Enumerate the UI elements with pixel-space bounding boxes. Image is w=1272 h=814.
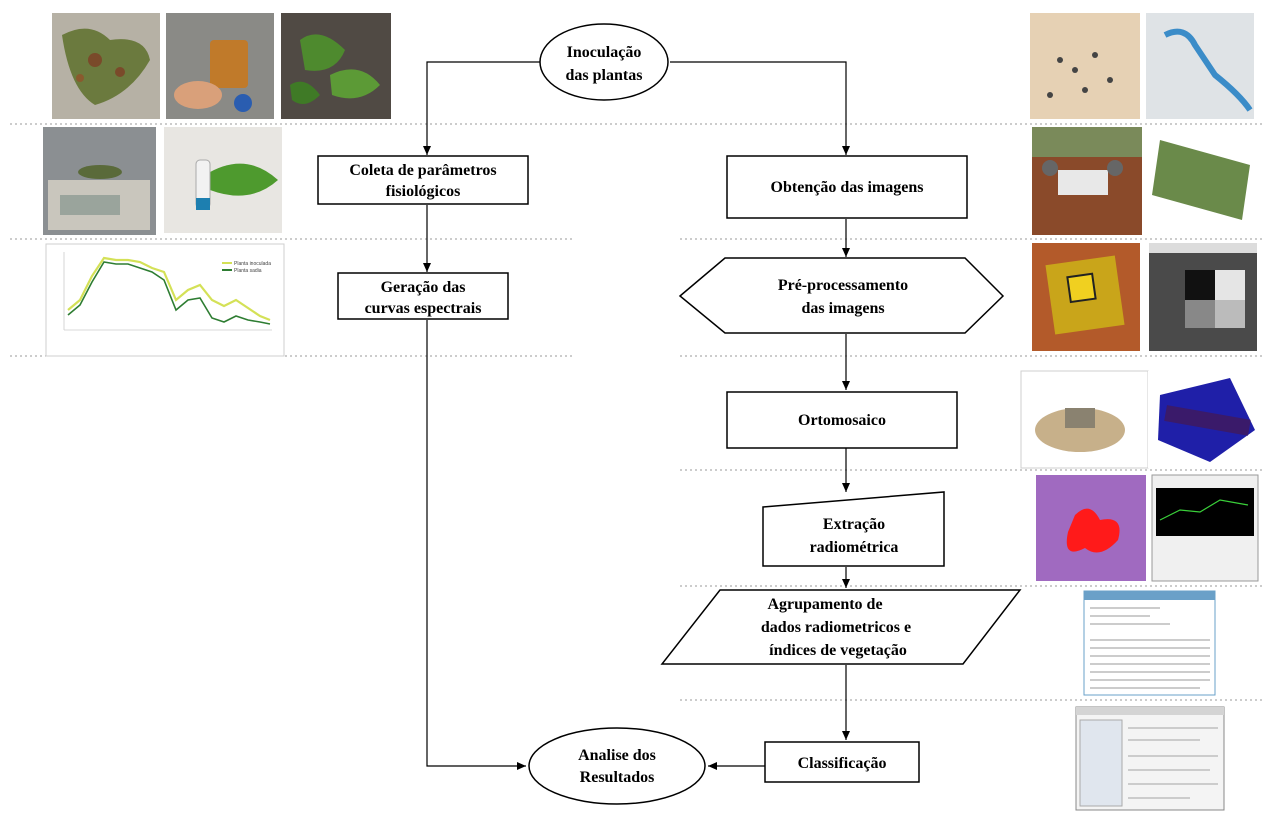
node-preprocessamento-line1: Pré-processamento: [778, 277, 908, 294]
photo-radiometric-software: [1151, 474, 1259, 582]
curve-inoculated: [67, 256, 271, 322]
node-coleta-line2: fisiológicos: [386, 183, 461, 200]
node-extracao-line2: radiométrica: [810, 539, 899, 556]
node-coleta-line1: Coleta de parâmetros: [349, 162, 496, 179]
photo-calibration-software: [1149, 243, 1257, 351]
legend-healthy: Planta sadia: [234, 268, 262, 274]
node-preprocessamento-line2: das imagens: [801, 300, 884, 317]
photo-calibration-panel: [1032, 243, 1140, 351]
photo-dem-blue: [1148, 371, 1258, 468]
node-extracao: Extração radiométrica: [762, 491, 945, 567]
connector-inoculacao-coleta: [423, 61, 540, 155]
photo-classification-software: [1075, 706, 1225, 811]
node-geracao-line1: Geração das: [381, 279, 466, 296]
node-coleta: Coleta de parâmetros fisiológicos: [317, 155, 529, 205]
photo-microscopy-spores: [1030, 13, 1140, 119]
node-obtencao: Obtenção das imagens: [726, 155, 968, 219]
photo-segmentation: [1036, 475, 1146, 581]
node-extracao-line1: Extração: [823, 516, 885, 533]
spectral-curves-chart: Planta inoculada Planta sadia: [45, 243, 285, 357]
node-inoculacao-line1: Inoculação: [567, 44, 642, 61]
node-inoculacao-line2: das plantas: [566, 67, 643, 84]
photo-plant: [281, 13, 391, 119]
node-ortomosaico-line1: Ortomosaico: [798, 412, 886, 429]
node-geracao-line2: curvas espectrais: [365, 300, 482, 317]
node-analise-line1: Analise dos: [578, 747, 656, 764]
connector-geracao-analise: [426, 320, 526, 770]
node-classificacao-line1: Classificação: [798, 755, 887, 772]
legend-inoculated: Planta inoculada: [234, 261, 271, 267]
node-agrupamento-line2: dados radiometricos e: [761, 619, 911, 636]
photo-scale: [43, 127, 156, 235]
photo-field-mosaic: [1147, 127, 1257, 235]
node-agrupamento-line3: índices de vegetação: [769, 642, 907, 659]
node-analise-line2: Resultados: [580, 769, 655, 786]
photo-code-window: [1083, 590, 1216, 696]
row-separators: [10, 123, 1262, 701]
node-analise: Analise dos Resultados: [528, 727, 706, 805]
node-preprocessamento: Pré-processamento das imagens: [678, 257, 1005, 334]
node-classificacao: Classificação: [764, 741, 920, 783]
node-ortomosaico: Ortomosaico: [726, 391, 958, 449]
connector-inoculacao-obtencao: [670, 61, 850, 155]
photo-leaf-tube: [164, 127, 282, 233]
node-geracao: Geração das curvas espectrais: [337, 272, 509, 320]
photo-inoculation-hands: [166, 13, 274, 119]
photo-drone: [1032, 127, 1142, 235]
connectors: [423, 61, 850, 770]
node-inoculacao: Inoculação das plantas: [539, 23, 669, 101]
photo-microscopy-hyphae: [1146, 13, 1254, 119]
node-agrupamento-line1: Agrupamento de: [767, 596, 882, 613]
photo-point-cloud: [1020, 370, 1149, 469]
photo-diseased-leaf: [52, 13, 160, 119]
curve-healthy: [67, 261, 271, 325]
node-agrupamento: Agrupamento de dados radiometricos e índ…: [660, 589, 1022, 665]
node-obtencao-line1: Obtenção das imagens: [771, 179, 924, 196]
